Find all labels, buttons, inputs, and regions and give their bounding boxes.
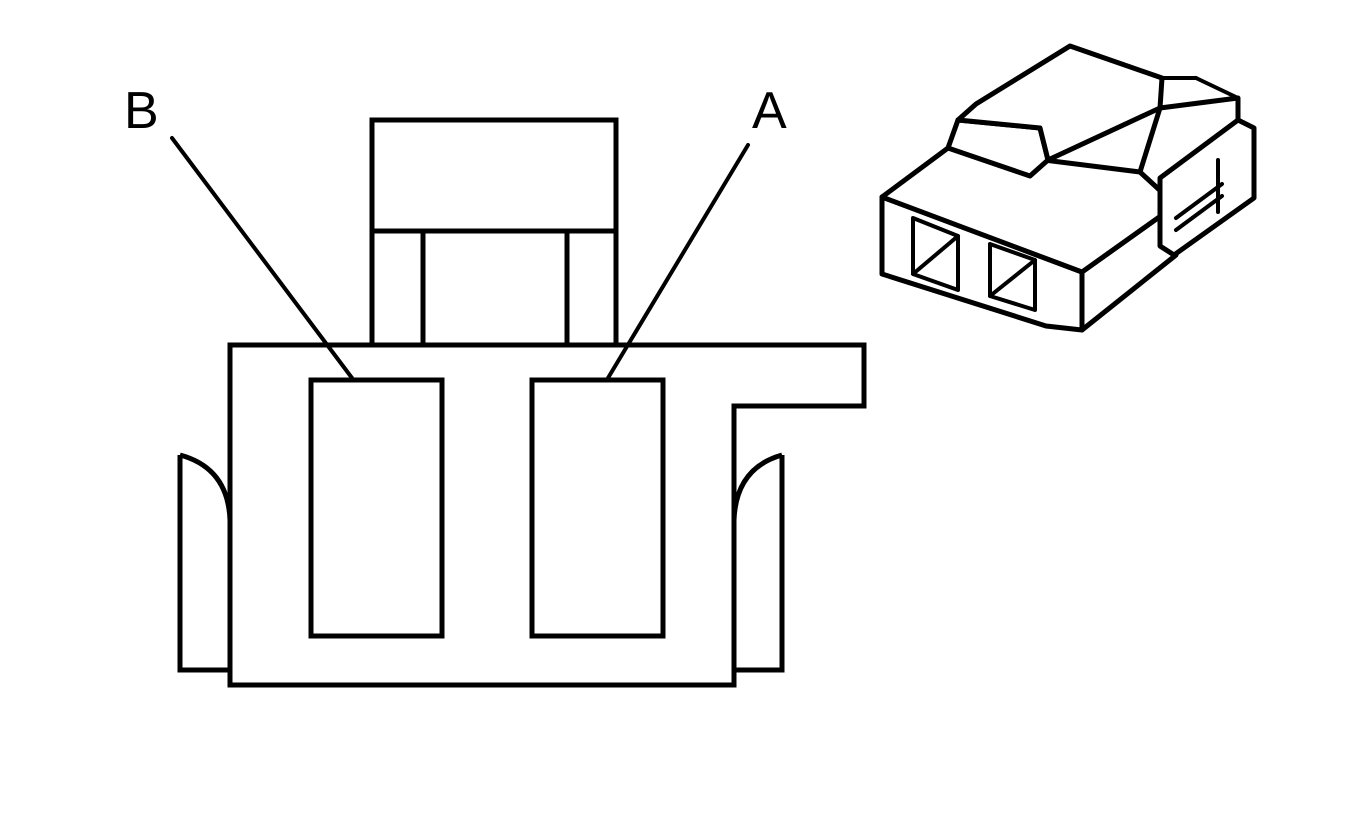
left-lock-tab xyxy=(179,452,233,521)
iso-cavity-left xyxy=(911,216,960,292)
iso-cavity-right-diag xyxy=(988,258,1037,298)
shell-left-wall xyxy=(177,455,230,673)
pin-label-a: A xyxy=(752,82,787,140)
iso-lock-bar xyxy=(955,43,1165,163)
leader-line-b xyxy=(170,136,354,380)
connector-front-view: B A xyxy=(124,82,867,688)
cavity-b xyxy=(308,377,445,639)
leader-line-a xyxy=(606,143,750,380)
iso-lock-bar-rear xyxy=(1194,76,1240,100)
shell-right-wall xyxy=(734,455,785,673)
iso-latch-arm xyxy=(1157,117,1257,258)
connector-isometric-view xyxy=(879,43,1257,333)
iso-latch-ridge-1 xyxy=(1174,182,1224,220)
iso-cavity-left-diag xyxy=(911,234,960,276)
iso-cavity-right xyxy=(988,242,1037,312)
iso-latch-ridge-2 xyxy=(1174,194,1224,232)
cavity-a xyxy=(529,377,666,639)
pin-label-b: B xyxy=(124,82,159,140)
housing-outline xyxy=(227,342,867,688)
right-lock-tab xyxy=(731,452,783,521)
